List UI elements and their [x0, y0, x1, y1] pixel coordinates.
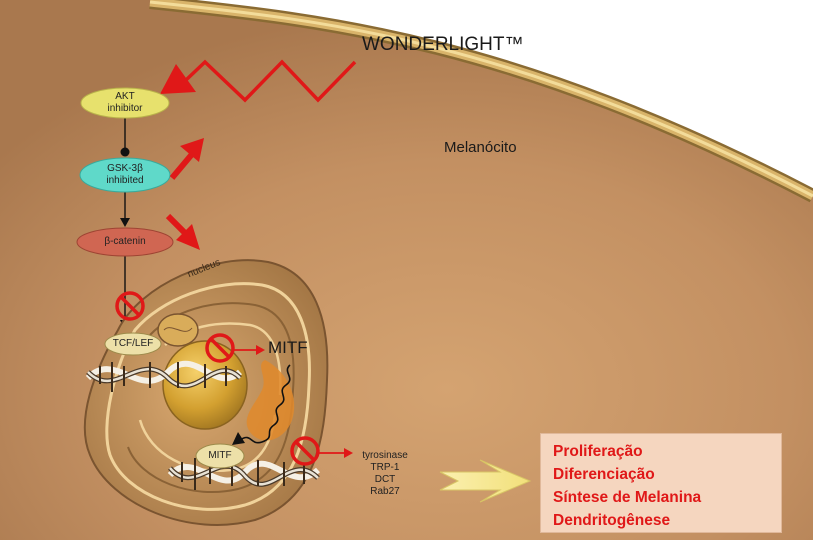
- melanocyte-label: Melanócito: [444, 139, 517, 156]
- beta-catenin-label: β-catenin: [85, 236, 165, 248]
- wonderlight-title: WONDERLIGHT™: [362, 34, 524, 56]
- effect-item: Dendritogênese: [553, 509, 775, 532]
- effect-item: Proliferação: [553, 440, 775, 463]
- mitf-label: MITF: [268, 338, 308, 358]
- target-gene: Rab27: [350, 486, 420, 498]
- target-gene: DCT: [350, 474, 420, 486]
- target-gene: TRP-1: [350, 462, 420, 474]
- effects-box: Proliferação Diferenciação Síntese de Me…: [540, 433, 782, 533]
- target-gene: tyrosinase: [350, 450, 420, 462]
- target-genes-list: tyrosinase TRP-1 DCT Rab27: [350, 450, 420, 498]
- tcf-lef-label: TCF/LEF: [103, 338, 163, 350]
- mitf-node-label: MITF: [196, 450, 244, 462]
- inhibition-dot: [121, 148, 130, 157]
- effect-item: Diferenciação: [553, 463, 775, 486]
- effect-item: Síntese de Melanina: [553, 486, 775, 509]
